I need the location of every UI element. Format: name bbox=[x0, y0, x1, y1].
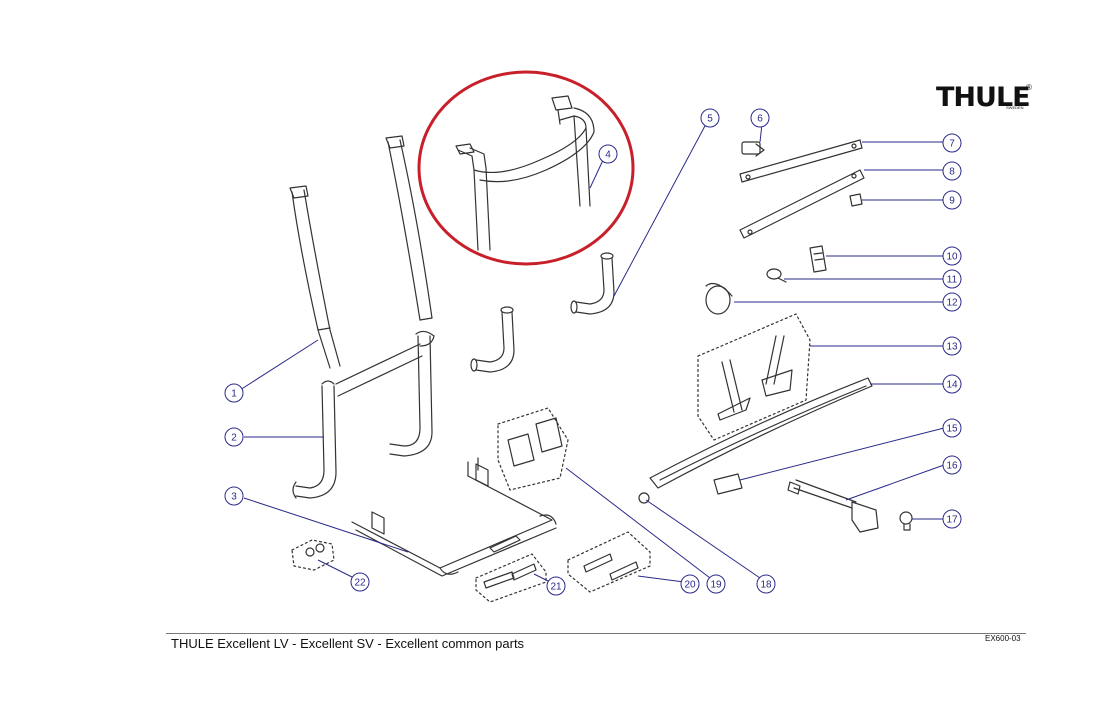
part-2-lower-frame bbox=[292, 343, 423, 499]
callout-number-9: 9 bbox=[949, 196, 955, 207]
callout-number-8: 8 bbox=[949, 167, 955, 178]
callout-circle-9 bbox=[942, 190, 962, 210]
part-5-j-tube bbox=[570, 252, 615, 315]
callout-circle-1 bbox=[224, 383, 244, 403]
callout-circle-12 bbox=[942, 292, 962, 312]
part-7-rail bbox=[739, 139, 863, 183]
callout-circle-8 bbox=[942, 161, 962, 181]
leader-lines bbox=[239, 123, 945, 583]
callout-number-22: 22 bbox=[354, 578, 366, 589]
callout-circle-17 bbox=[942, 509, 962, 529]
part-18-ring bbox=[638, 492, 650, 504]
part-3-base-frame bbox=[351, 457, 557, 577]
part-17-knob bbox=[899, 511, 913, 531]
part-1-upright-tube bbox=[289, 185, 341, 369]
callout-number-4: 4 bbox=[605, 150, 611, 161]
callout-circle-11 bbox=[942, 269, 962, 289]
callout-number-15: 15 bbox=[946, 424, 958, 435]
callout-number-14: 14 bbox=[946, 380, 958, 391]
logo-subtext: SWEDEN bbox=[1006, 105, 1024, 110]
callout-circle-19 bbox=[706, 574, 726, 594]
callout-number-1: 1 bbox=[231, 389, 237, 400]
callout-circle-22 bbox=[350, 572, 370, 592]
part-16-frame-holder bbox=[787, 479, 879, 533]
part-4-u-bar bbox=[455, 95, 595, 251]
callout-number-16: 16 bbox=[946, 461, 958, 472]
callout-number-12: 12 bbox=[946, 298, 958, 309]
callout-circle-5 bbox=[700, 108, 720, 128]
part-6-clip bbox=[741, 141, 765, 157]
part-14-wheel-rail bbox=[649, 377, 873, 489]
callout-number-11: 11 bbox=[947, 275, 958, 286]
callout-circle-10 bbox=[942, 246, 962, 266]
part-19-light-holders bbox=[497, 407, 569, 491]
callout-circle-15 bbox=[942, 418, 962, 438]
callout-circle-18 bbox=[756, 574, 776, 594]
callout-number-3: 3 bbox=[231, 492, 237, 503]
callout-number-20: 20 bbox=[684, 580, 696, 591]
callout-circle-16 bbox=[942, 455, 962, 475]
part-10-buckle bbox=[809, 245, 827, 273]
callout-circle-13 bbox=[942, 336, 962, 356]
callout-circle-3 bbox=[224, 486, 244, 506]
footer-rule bbox=[166, 633, 1026, 634]
part-12-strap-roll bbox=[705, 283, 733, 315]
callout-circle-14 bbox=[942, 374, 962, 394]
part-13-wheel-holders bbox=[697, 313, 811, 441]
part-21-brackets bbox=[475, 553, 547, 603]
part-upright-tube-rear bbox=[385, 135, 435, 457]
part-11-knob bbox=[766, 268, 787, 283]
part-8-rail bbox=[739, 169, 865, 239]
callout-number-17: 17 bbox=[946, 515, 958, 526]
part-9-small-clip bbox=[849, 193, 863, 207]
registered-mark: ® bbox=[1026, 83, 1032, 92]
callout-number-6: 6 bbox=[757, 114, 763, 125]
callout-circle-7 bbox=[942, 133, 962, 153]
callout-circle-2 bbox=[224, 427, 244, 447]
callout-number-19: 19 bbox=[710, 580, 722, 591]
diagram-caption: THULE Excellent LV - Excellent SV - Exce… bbox=[171, 636, 525, 651]
callout-circle-6 bbox=[750, 108, 770, 128]
callout-circle-4 bbox=[598, 144, 618, 164]
thule-logo: THULE bbox=[936, 82, 1031, 113]
callout-number-18: 18 bbox=[760, 580, 772, 591]
callout-number-7: 7 bbox=[949, 139, 955, 150]
highlight-circle bbox=[417, 70, 635, 266]
diagram-sheet bbox=[123, 62, 1058, 660]
drawing-code: EX600-03 bbox=[985, 634, 1021, 643]
part-j-tube-middle bbox=[470, 306, 515, 373]
callout-circle-20 bbox=[680, 574, 700, 594]
callout-number-5: 5 bbox=[707, 114, 713, 125]
callout-number-21: 21 bbox=[550, 582, 562, 593]
part-20-clips bbox=[567, 531, 651, 593]
callout-number-13: 13 bbox=[946, 342, 958, 353]
callout-number-10: 10 bbox=[946, 252, 958, 263]
part-22-caps bbox=[291, 539, 335, 571]
callout-number-2: 2 bbox=[231, 433, 237, 444]
callout-circle-21 bbox=[546, 576, 566, 596]
part-15-strap-ratchet bbox=[713, 473, 743, 495]
